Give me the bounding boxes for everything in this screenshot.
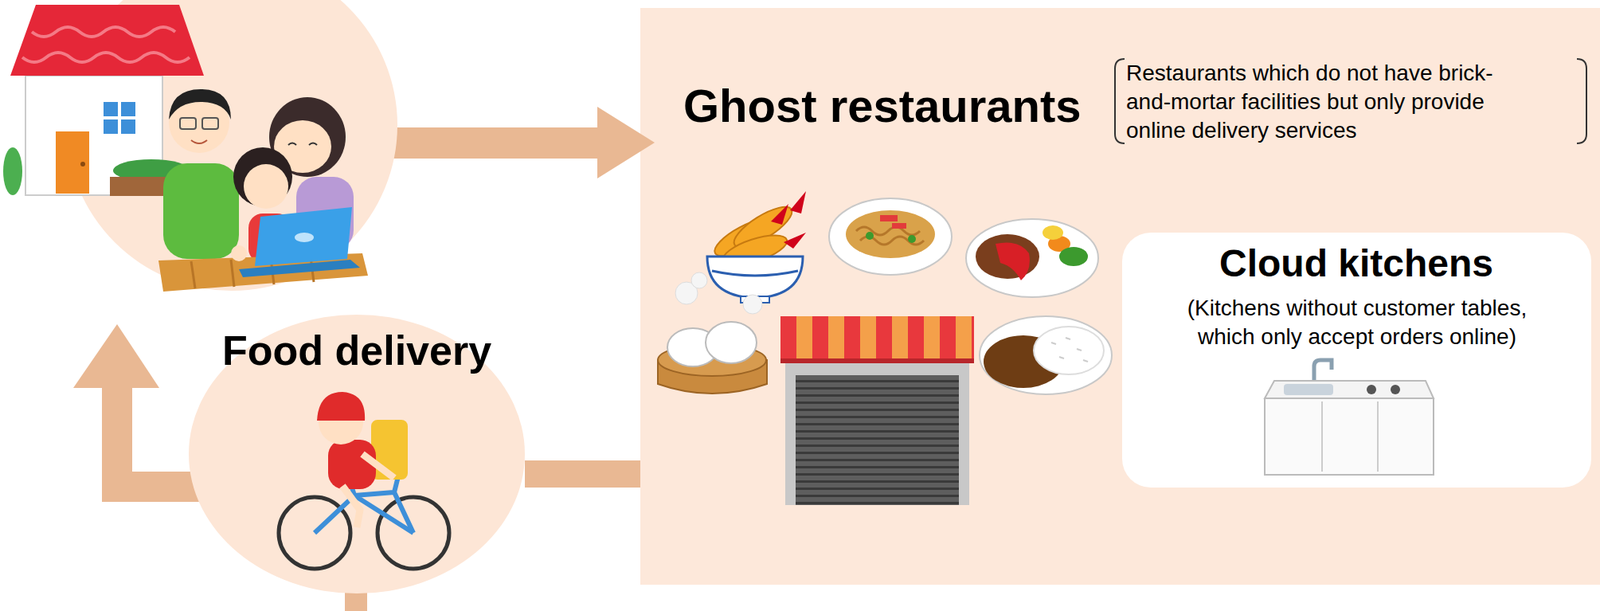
awning-edge [780, 358, 975, 364]
steam [743, 294, 763, 314]
bowl [707, 256, 803, 298]
girl-face [243, 164, 289, 209]
box-description-holder: (Kitchens without customer tables, which… [1169, 293, 1545, 352]
noodles [845, 210, 935, 259]
house-icon [3, 4, 204, 196]
delivery-rider [278, 391, 450, 569]
circle-title: Food delivery [222, 327, 492, 376]
window [103, 119, 118, 134]
arrow-head [73, 324, 160, 388]
door-knob [80, 161, 86, 167]
shrimp-tail [770, 203, 789, 225]
plate [979, 316, 1112, 395]
panel-definition-holder: Restaurants which do not have brick-and-… [1126, 58, 1525, 145]
ghost-panel: Ghost restaurants Restaurants which do no… [640, 7, 1600, 585]
rice [1033, 326, 1104, 375]
delivery-circle-shape [188, 314, 525, 594]
burner [1366, 384, 1377, 395]
roof-wave [31, 27, 176, 37]
ginger [891, 222, 907, 229]
dad-hair [168, 89, 231, 120]
door [55, 131, 90, 194]
bun-steamer [657, 321, 767, 394]
hamburg-plate [966, 219, 1099, 298]
panel-ground [640, 7, 1600, 585]
delivery-circle: Food delivery [188, 314, 525, 594]
bush [3, 147, 23, 196]
plate [966, 219, 1099, 298]
roof-wave [22, 52, 190, 63]
laptop-logo [294, 232, 314, 243]
arrow-head [597, 106, 655, 179]
rider-body [328, 439, 376, 489]
box-description: (Kitchens without customer tables, which… [1169, 293, 1545, 352]
window [121, 119, 136, 134]
cabinet-doors [1322, 401, 1378, 472]
window [121, 101, 136, 117]
box-title: Cloud kitchens [1219, 241, 1494, 286]
closed-shop [780, 316, 975, 505]
bowl-band [711, 270, 799, 276]
broccoli [1059, 246, 1088, 267]
dad-mouth [191, 140, 208, 144]
corn [1042, 225, 1064, 240]
panel-title: Ghost restaurants [683, 79, 1082, 134]
circle-title-holder: Food delivery [222, 327, 492, 376]
shrimp-tail [783, 232, 806, 249]
counter-top [1264, 380, 1434, 399]
shutter [795, 375, 959, 505]
mom-eye [288, 143, 317, 146]
burner [1390, 384, 1401, 395]
rider-leg [342, 485, 360, 528]
cabinet [1264, 398, 1434, 475]
dad-body [163, 163, 239, 259]
arrow-band [101, 383, 133, 502]
cloud-box-shape [1122, 232, 1592, 488]
greens [865, 231, 874, 240]
hand [230, 245, 247, 262]
arrow-band [374, 127, 599, 159]
tempura-bowl [675, 191, 806, 314]
helmet [316, 391, 365, 421]
shop-frame [785, 362, 970, 505]
awning [780, 316, 975, 363]
kitchen-sink [1264, 359, 1434, 475]
laptop-screen [254, 207, 353, 267]
cloud-kitchen-box: Cloud kitchens (Kitchens without customer… [1122, 232, 1592, 488]
panel-title-holder: Ghost restaurants [683, 79, 1082, 134]
glasses [179, 117, 196, 130]
house-roof [10, 4, 204, 76]
shrimp-tail [790, 191, 806, 214]
flow-band [524, 460, 641, 488]
ginger [880, 215, 898, 222]
sauce [995, 242, 1030, 282]
yakisoba-plate [829, 198, 952, 275]
bracket [1576, 58, 1587, 144]
glasses [202, 117, 219, 130]
steam [691, 272, 708, 289]
panel-definition: Restaurants which do not have brick-and-… [1126, 58, 1525, 145]
plate [829, 198, 952, 275]
bun [705, 321, 757, 364]
bracket [1114, 58, 1125, 144]
box-title-holder: Cloud kitchens [1219, 241, 1494, 286]
window [103, 101, 118, 117]
laptop-base [238, 259, 360, 278]
noodle-lines [856, 226, 924, 245]
basin [1283, 383, 1334, 396]
rice-grains [1051, 337, 1088, 362]
rider-arm [362, 453, 395, 478]
family-figure [158, 89, 368, 292]
curry-plate [979, 316, 1112, 395]
greens [907, 234, 916, 243]
